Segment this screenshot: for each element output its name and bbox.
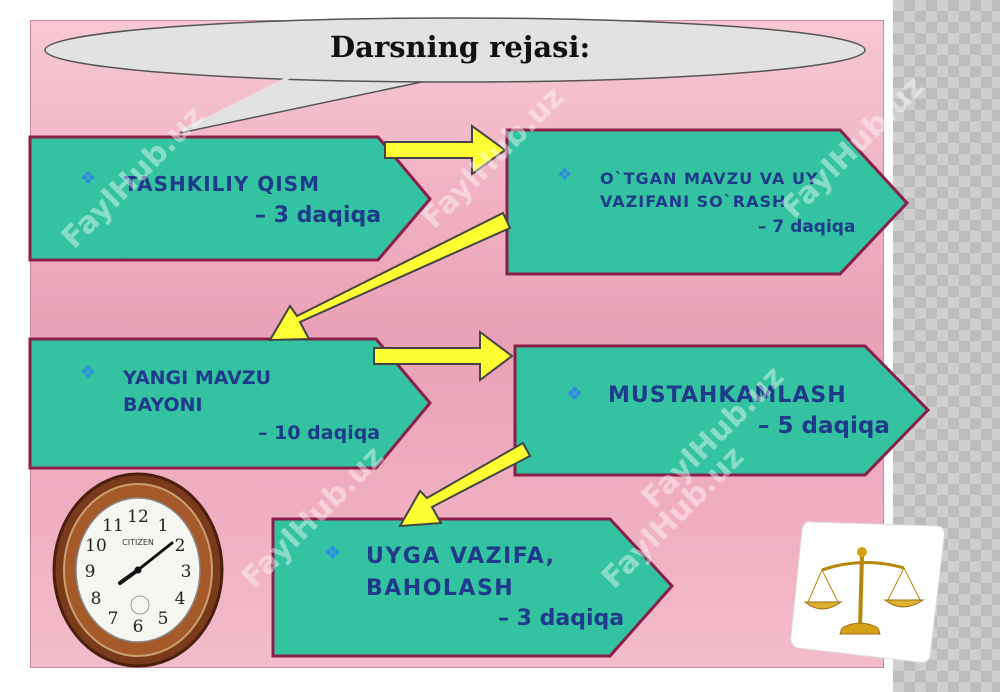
- step-1-label: TASHKILIY QISM: [124, 172, 321, 196]
- step-5-label-line1: UYGA VAZIFA,: [366, 544, 556, 569]
- clock-numeral: 1: [158, 516, 169, 536]
- arrow-diagonal-1: [268, 211, 512, 342]
- step-1-duration: – 3 daqiqa: [255, 203, 382, 228]
- step-5-label-line2: BAHOLASH: [366, 576, 515, 601]
- step-2-label-line2: VAZIFANI SO`RASH: [600, 192, 787, 211]
- step-box-2: [505, 128, 910, 276]
- step-3-label-line1: YANGI MAVZU: [123, 367, 272, 389]
- clock-numeral: 4: [175, 589, 186, 609]
- step-3-label-line2: BAYONI: [123, 394, 203, 416]
- clock-brand-label: CITIZEN: [122, 538, 154, 547]
- page-title: Darsning rejasi:: [330, 30, 591, 64]
- clock-image: 12 1 2 3 4 5 6 7 8 9 10 11 CITIZEN: [52, 472, 224, 668]
- clock-numeral: 7: [108, 609, 119, 629]
- step-2-label-line1: O`TGAN MAVZU VA UY: [600, 169, 819, 188]
- step-2-duration: – 7 daqiqa: [758, 217, 856, 237]
- step-box-3: [28, 337, 432, 470]
- clock-numeral: 5: [158, 609, 169, 629]
- bullet-icon: ❖: [80, 362, 97, 383]
- step-5-duration: – 3 daqiqa: [498, 606, 625, 631]
- bullet-icon: ❖: [80, 168, 97, 189]
- clock-numeral: 11: [102, 516, 124, 536]
- clock-numeral: 8: [91, 589, 102, 609]
- clock-numeral: 12: [127, 507, 149, 527]
- clock-numeral: 2: [175, 536, 186, 556]
- step-4-duration: – 5 daqiqa: [758, 413, 890, 439]
- step-box-1: [28, 135, 432, 262]
- arrow-right-1: [384, 124, 507, 176]
- bullet-icon: ❖: [324, 542, 342, 564]
- clock-numeral: 6: [133, 617, 144, 637]
- arrow-right-2: [373, 330, 514, 382]
- bullet-icon: ❖: [557, 165, 573, 185]
- clock-numeral: 3: [181, 562, 192, 582]
- scales-icon: [790, 521, 945, 663]
- arrow-diagonal-2: [398, 441, 532, 528]
- step-4-label: MUSTAHKAMLASH: [608, 383, 847, 408]
- clock-numeral: 10: [85, 536, 107, 556]
- step-3-duration: – 10 daqiqa: [258, 422, 381, 444]
- step-box-5: [271, 517, 675, 658]
- clock-numeral: 9: [85, 562, 96, 582]
- title-callout: [44, 17, 866, 83]
- bullet-icon: ❖: [566, 383, 584, 405]
